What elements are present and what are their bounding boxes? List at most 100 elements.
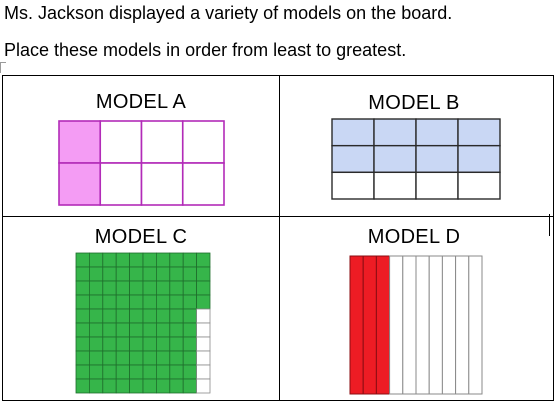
model-c-shaded-square <box>142 378 157 394</box>
model-b-cell <box>331 171 375 200</box>
model-d-shaded-strip <box>349 255 364 395</box>
model-c-shaded-square <box>156 364 171 380</box>
model-d-strip <box>389 255 404 395</box>
model-c-shaded-square <box>75 336 90 352</box>
model-c-shaded-square <box>169 252 184 268</box>
model-c-shaded-square <box>129 350 144 366</box>
model-c-shaded-square <box>142 322 157 338</box>
model-a-shaded-cell <box>58 162 102 206</box>
model-a-cell <box>99 162 143 206</box>
model-c-shaded-square <box>142 364 157 380</box>
model-c-shaded-square <box>115 280 131 296</box>
model-c-shaded-square <box>196 280 211 296</box>
model-c-shaded-square <box>129 280 144 296</box>
table-vertical-divider <box>279 76 280 400</box>
model-c-shaded-square <box>88 280 104 296</box>
model-c-shaded-square <box>182 350 197 366</box>
model-d-tenths-strips <box>349 255 483 395</box>
model-c-shaded-square <box>102 350 117 366</box>
model-b-shaded-cell <box>457 144 501 174</box>
model-d-strip <box>402 255 417 395</box>
model-c-shaded-square <box>129 252 144 268</box>
model-a-cell <box>140 162 184 206</box>
model-c-shaded-square <box>88 364 104 380</box>
model-c-shaded-square <box>156 378 171 394</box>
model-c-hundred-grid <box>75 252 211 394</box>
model-c-label: MODEL C <box>94 226 188 248</box>
model-c-shaded-square <box>129 294 144 310</box>
model-c-square <box>196 364 211 380</box>
model-c-square <box>196 350 211 366</box>
model-c-shaded-square <box>169 336 184 352</box>
model-c-shaded-square <box>75 266 90 282</box>
model-c-shaded-square <box>169 364 184 380</box>
model-c-shaded-square <box>142 350 157 366</box>
model-c-shaded-square <box>102 252 117 268</box>
table-horizontal-divider <box>3 216 553 217</box>
model-c-shaded-square <box>169 280 184 296</box>
table-anchor-icon <box>0 62 6 73</box>
model-c-shaded-square <box>142 336 157 352</box>
models-table: MODEL A MODEL B MODEL C MODEL D <box>2 75 554 401</box>
model-c-shaded-square <box>88 350 104 366</box>
model-c-shaded-square <box>129 322 144 338</box>
model-b-shaded-cell <box>331 118 375 147</box>
model-c-shaded-square <box>75 294 90 310</box>
model-c-shaded-square <box>182 266 197 282</box>
model-c-shaded-square <box>115 322 131 338</box>
model-b-cell <box>457 171 501 200</box>
model-c-shaded-square <box>182 336 197 352</box>
model-c-shaded-square <box>115 350 131 366</box>
model-b-shaded-cell <box>457 118 501 147</box>
model-a-label: MODEL A <box>95 91 187 113</box>
model-c-shaded-square <box>115 266 131 282</box>
model-c-shaded-square <box>102 336 117 352</box>
model-d-label: MODEL D <box>367 226 461 248</box>
instruction-line-1: Ms. Jackson displayed a variety of model… <box>4 3 453 23</box>
model-c-shaded-square <box>75 350 90 366</box>
model-c-shaded-square <box>129 336 144 352</box>
model-c-shaded-square <box>115 336 131 352</box>
model-c-shaded-square <box>102 266 117 282</box>
model-c-shaded-square <box>75 308 90 324</box>
model-c-shaded-square <box>129 308 144 324</box>
model-c-shaded-square <box>75 364 90 380</box>
model-c-shaded-square <box>182 294 197 310</box>
model-c-shaded-square <box>156 322 171 338</box>
model-c-shaded-square <box>182 378 197 394</box>
model-c-shaded-square <box>102 308 117 324</box>
model-c-shaded-square <box>75 378 90 394</box>
model-c-shaded-square <box>156 294 171 310</box>
model-c-square <box>196 308 211 324</box>
model-d-strip <box>455 255 470 395</box>
model-c-shaded-square <box>169 266 184 282</box>
model-b-shaded-cell <box>415 118 459 147</box>
model-a-cell <box>181 120 225 164</box>
model-a-fraction-bar <box>58 120 225 206</box>
model-c-shaded-square <box>88 308 104 324</box>
model-c-shaded-square <box>196 252 211 268</box>
model-c-shaded-square <box>196 294 211 310</box>
model-c-square <box>196 322 211 338</box>
model-d-shaded-strip <box>375 255 391 395</box>
model-c-shaded-square <box>156 308 171 324</box>
model-d-shaded-strip <box>362 255 377 395</box>
model-c-shaded-square <box>115 294 131 310</box>
model-a-cell <box>140 120 184 164</box>
model-c-shaded-square <box>142 308 157 324</box>
model-c-shaded-square <box>129 378 144 394</box>
model-c-shaded-square <box>88 266 104 282</box>
model-c-shaded-square <box>182 252 197 268</box>
model-c-shaded-square <box>169 322 184 338</box>
model-c-shaded-square <box>182 280 197 296</box>
model-b-shaded-cell <box>373 144 417 174</box>
model-c-shaded-square <box>196 266 211 282</box>
model-d-strip <box>441 255 457 395</box>
model-c-shaded-square <box>102 378 117 394</box>
model-c-shaded-square <box>102 280 117 296</box>
model-d-strip <box>428 255 443 395</box>
model-c-shaded-square <box>88 252 104 268</box>
model-c-shaded-square <box>75 252 90 268</box>
model-c-shaded-square <box>115 252 131 268</box>
model-a-shaded-cell <box>58 120 102 164</box>
